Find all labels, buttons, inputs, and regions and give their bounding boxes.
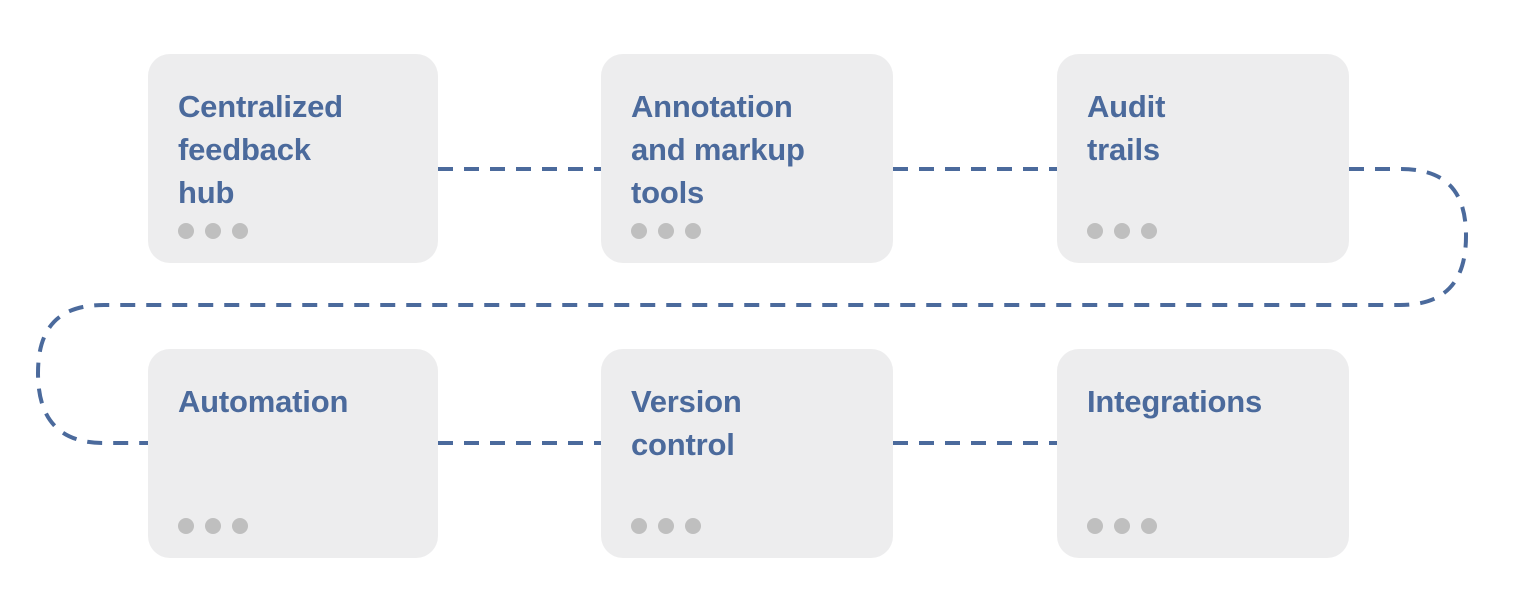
feature-card-title: Centralized feedback hub [178, 89, 343, 210]
dot-icon [232, 223, 248, 239]
feature-card-title: Integrations [1087, 384, 1263, 419]
dot-icon [631, 518, 647, 534]
dot-icon [685, 223, 701, 239]
dot-icon [658, 223, 674, 239]
feature-card-annotation-and-markup-tools[interactable]: Annotation and markup tools [601, 54, 893, 263]
dot-icon [232, 518, 248, 534]
dot-icon [178, 518, 194, 534]
dot-icon [1141, 223, 1157, 239]
feature-card-automation[interactable]: Automation [148, 349, 438, 558]
dot-icon [685, 518, 701, 534]
dot-icon [1087, 223, 1103, 239]
dot-icon [1087, 518, 1103, 534]
feature-card-title: Version control [631, 384, 742, 462]
feature-card-centralized-feedback-hub[interactable]: Centralized feedback hub [148, 54, 438, 263]
card-dots-indicator [1087, 223, 1157, 239]
feature-card-title: Audit trails [1087, 89, 1166, 167]
dot-icon [631, 223, 647, 239]
dot-icon [205, 518, 221, 534]
dot-icon [658, 518, 674, 534]
feature-card-title: Annotation and markup tools [631, 89, 805, 210]
feature-card-integrations[interactable]: Integrations [1057, 349, 1349, 558]
dot-icon [1114, 223, 1130, 239]
card-dots-indicator [1087, 518, 1157, 534]
card-dots-indicator [631, 518, 701, 534]
dot-icon [205, 223, 221, 239]
dot-icon [178, 223, 194, 239]
feature-card-title: Automation [178, 384, 349, 419]
dot-icon [1114, 518, 1130, 534]
feature-card-audit-trails[interactable]: Audit trails [1057, 54, 1349, 263]
feature-card-version-control[interactable]: Version control [601, 349, 893, 558]
card-dots-indicator [631, 223, 701, 239]
dot-icon [1141, 518, 1157, 534]
card-dots-indicator [178, 518, 248, 534]
card-dots-indicator [178, 223, 248, 239]
